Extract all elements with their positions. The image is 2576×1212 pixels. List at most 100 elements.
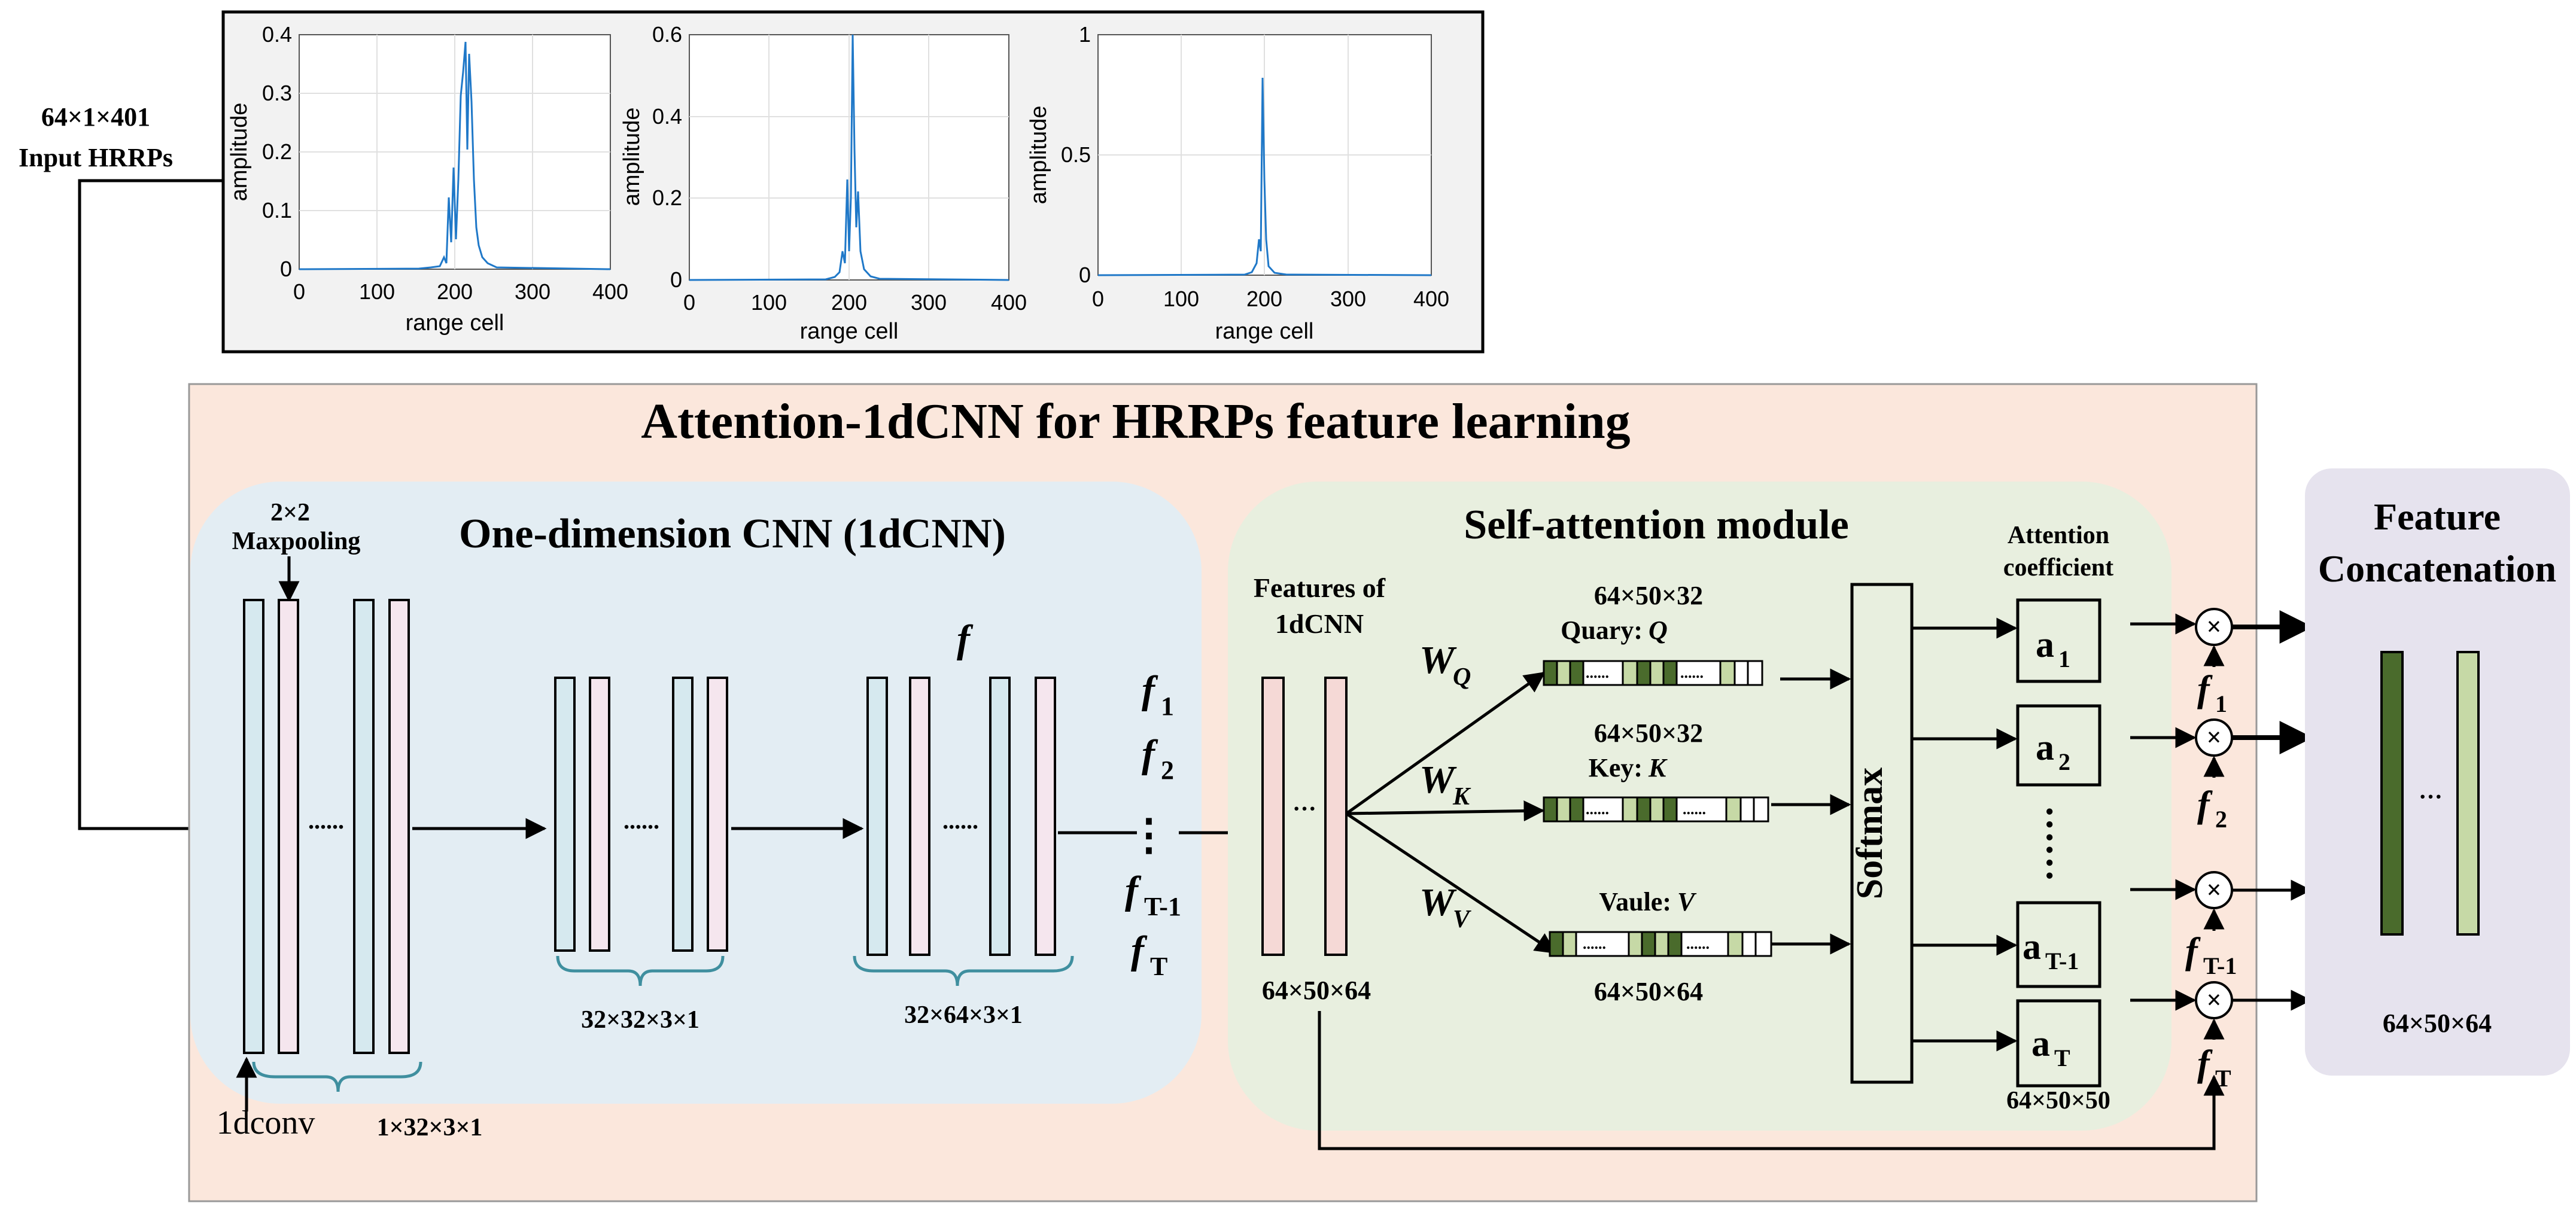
- svg-text:×: ×: [2206, 612, 2221, 641]
- svg-text:0.4: 0.4: [262, 22, 292, 47]
- cnn-dots-2: ......: [624, 807, 659, 834]
- svg-text:0.5: 0.5: [1061, 142, 1091, 167]
- q-symbol: Q: [1649, 616, 1668, 645]
- attention-title: Self-attention module: [1464, 502, 1849, 548]
- multiply-nodes: [2195, 608, 2233, 1019]
- plot-2-signal: [689, 34, 1009, 281]
- svg-text:K: K: [1452, 783, 1471, 811]
- svg-text:T-1: T-1: [2045, 948, 2079, 975]
- coef-label-1: Attention: [2008, 522, 2109, 549]
- svg-text:......: ......: [1586, 800, 1609, 818]
- coef-vdots: ……: [2039, 805, 2081, 882]
- svg-text:0.1: 0.1: [262, 198, 292, 223]
- svg-text:2: 2: [2058, 748, 2070, 775]
- plot-1: 0 0.1 0.2 0.3 0.4 0 100 200 300 400 rang…: [227, 22, 628, 336]
- concat-dots: ···: [2419, 783, 2443, 810]
- svg-text:300: 300: [911, 290, 947, 315]
- svg-text:0: 0: [280, 257, 292, 281]
- concat-dims: 64×50×64: [2383, 1009, 2492, 1038]
- svg-text:1: 1: [1079, 22, 1091, 47]
- plot-2-xlabel: range cell: [800, 319, 899, 344]
- svg-text:a: a: [2023, 927, 2041, 967]
- svg-text:......: ......: [1683, 800, 1706, 818]
- svg-text:0: 0: [683, 290, 695, 315]
- plot-1-signal: [299, 41, 611, 270]
- svg-text:T-1: T-1: [1144, 892, 1181, 921]
- cnn-bracket-3: [853, 955, 1074, 986]
- svg-text:T-1: T-1: [2203, 952, 2237, 979]
- plot-2: 0 0.2 0.4 0.6 0 100 200 300 400 range ce…: [619, 22, 1027, 344]
- coef-labels: a 1 a 2 a T-1 a T: [2023, 625, 2079, 1071]
- plot-1-xlabel: range cell: [406, 310, 504, 336]
- svg-text:0.2: 0.2: [652, 185, 682, 210]
- features-label-2: 1dCNN: [1275, 608, 1364, 639]
- q-dims: 64×50×32: [1594, 581, 1703, 610]
- v-dims: 64×50×64: [1594, 977, 1703, 1006]
- svg-text:......: ......: [1586, 664, 1609, 681]
- cnn-dims-3: 32×64×3×1: [904, 1001, 1023, 1029]
- softmax-label: Softmax: [1850, 768, 1890, 899]
- svg-text:×: ×: [2206, 985, 2221, 1015]
- svg-text:400: 400: [592, 279, 628, 304]
- cnn-dims-1: 1×32×3×1: [377, 1114, 483, 1141]
- v-vector: [1549, 931, 1772, 957]
- q-vector: [1543, 660, 1763, 686]
- svg-text:0: 0: [1079, 263, 1091, 287]
- svg-text:0.2: 0.2: [262, 139, 292, 164]
- svg-text:1: 1: [2215, 690, 2227, 717]
- cnn-dims-2: 32×32×3×1: [581, 1006, 699, 1034]
- svg-text:100: 100: [359, 279, 395, 304]
- svg-text:0: 0: [1092, 287, 1104, 311]
- svg-text:W: W: [1419, 638, 1457, 682]
- cnn-title: One-dimension CNN (1dCNN): [459, 511, 1006, 557]
- svg-text:......: ......: [1583, 935, 1606, 952]
- plot-3: 0 0.5 1 0 100 200 300 400 range cell amp…: [1026, 22, 1449, 344]
- svg-text:V: V: [1453, 906, 1471, 933]
- svg-text:0.6: 0.6: [652, 22, 682, 47]
- svg-text:......: ......: [1680, 664, 1704, 681]
- wv-arrow: [1345, 812, 1556, 954]
- svg-text:1: 1: [2058, 645, 2070, 672]
- coef-to-mult-arrows: [2130, 613, 2197, 1011]
- svg-text:200: 200: [1246, 287, 1282, 311]
- cnn-dots-1: ......: [308, 807, 344, 834]
- maxpool-label: Maxpooling: [232, 528, 361, 555]
- concat-title-2: Concatenation: [2318, 547, 2556, 590]
- plot-3-signal: [1097, 77, 1432, 276]
- svg-text:400: 400: [1413, 287, 1449, 311]
- plot-1-yticks: 0 0.1 0.2 0.3 0.4: [262, 22, 292, 281]
- svg-text:a: a: [2036, 625, 2054, 665]
- cnn-layer-group-2: [554, 677, 728, 952]
- svg-text:a: a: [2036, 727, 2054, 768]
- coef-dims: 64×50×50: [2006, 1087, 2110, 1114]
- weight-labels: W Q W K W V: [1419, 638, 1471, 933]
- features-dots: ···: [1292, 795, 1316, 822]
- svg-text:100: 100: [1163, 287, 1199, 311]
- features-dims: 64×50×64: [1262, 976, 1371, 1005]
- svg-text:0: 0: [293, 279, 305, 304]
- k-symbol: K: [1648, 753, 1668, 782]
- svg-text:Q: Q: [1453, 663, 1471, 691]
- svg-text:100: 100: [751, 290, 787, 315]
- plot-2-ylabel: amplitude: [619, 108, 644, 206]
- cnn-layer-group-3: [866, 677, 1056, 956]
- svg-text:W: W: [1419, 758, 1457, 802]
- svg-text:⋮: ⋮: [1127, 811, 1170, 859]
- conv-label: 1dconv: [217, 1104, 315, 1141]
- features-layers: [1261, 677, 1348, 956]
- coef-boxes: [2016, 598, 2101, 1088]
- cnn-dots-3: ......: [942, 807, 978, 834]
- svg-text:a: a: [2031, 1024, 2050, 1064]
- svg-text:200: 200: [831, 290, 867, 315]
- svg-text:1: 1: [1161, 692, 1174, 721]
- input-arrow: [78, 179, 242, 839]
- cnn-panel: [190, 482, 1202, 1104]
- svg-text:0.3: 0.3: [262, 81, 292, 105]
- input-label: Input HRRPs: [19, 143, 173, 172]
- features-label-1: Features of: [1254, 572, 1386, 603]
- svg-text:......: ......: [1686, 935, 1710, 952]
- cnn-bracket-1: [252, 1061, 422, 1092]
- cnn-bracket-2: [556, 955, 725, 986]
- svg-text:×: ×: [2206, 723, 2221, 752]
- svg-text:400: 400: [991, 290, 1027, 315]
